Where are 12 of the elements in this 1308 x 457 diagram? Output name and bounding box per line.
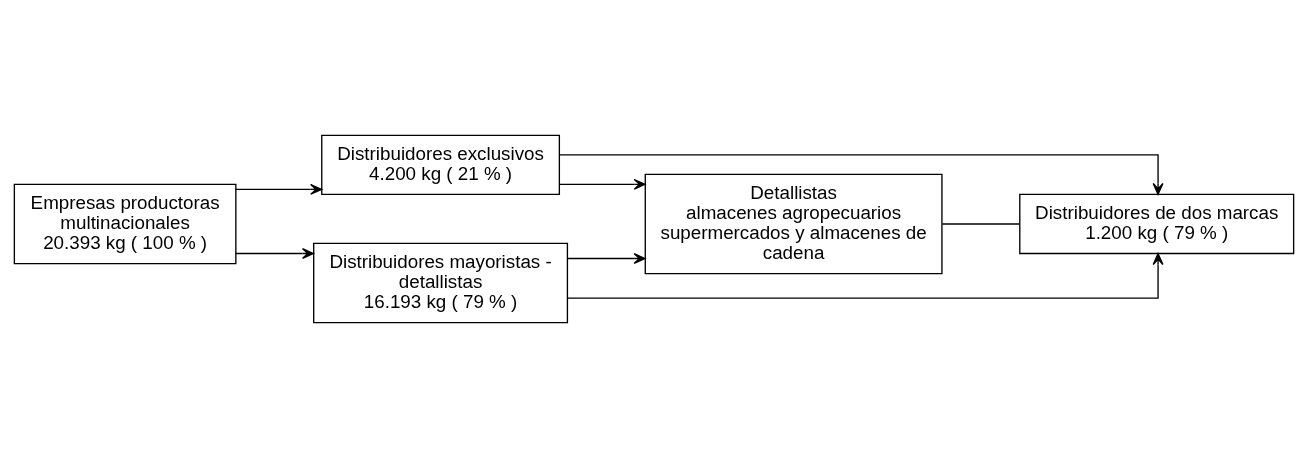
- arrow: [558, 178, 646, 190]
- arrow: [235, 247, 314, 259]
- arrow: [558, 153, 1164, 195]
- arrow: [235, 183, 323, 195]
- node-box: Distribuidores mayoristas - detallistas 16.193 kg ( 79 % ): [313, 242, 569, 323]
- node-box: Empresas productoras multinacionales 20.393 kg ( 100 % ): [13, 183, 237, 264]
- connector: [941, 222, 1020, 225]
- node-box: Distribuidores de dos marcas 1.200 kg ( 79 % ): [1019, 193, 1295, 254]
- arrow: [566, 252, 1164, 299]
- node-box: Distribuidores exclusivos 4.200 kg ( 21 % ): [321, 134, 561, 195]
- arrow: [566, 252, 646, 264]
- node-box: Detallistas almacenes agropecuarios supermercados y almacenes de cadena: [644, 173, 943, 274]
